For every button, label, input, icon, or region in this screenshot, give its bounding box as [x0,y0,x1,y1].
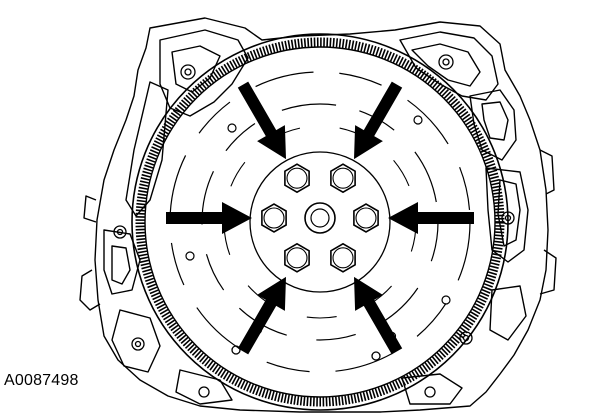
bolt-indicator-arrows [166,81,474,355]
flywheel-bolt [284,242,310,273]
figure-reference-id: A0087498 [4,372,79,389]
flywheel-bolt [284,163,310,194]
flywheel-bolt [330,163,356,194]
bolt-indicator-arrow [166,202,252,234]
flywheel-bolt [261,203,287,233]
ring-gear-teeth [135,37,505,407]
crankshaft-hub [304,202,336,234]
bolt-indicator-arrow [354,276,403,355]
bolt-indicator-arrow [388,202,474,234]
flywheel-bolt [353,203,379,233]
bolt-indicator-arrow [237,276,286,355]
bolt-indicator-arrow [354,81,403,160]
engine-block-housing [79,17,557,413]
bolt-indicator-arrow [237,81,286,160]
flywheel-bolts [261,163,379,273]
flywheel-bolt [330,242,356,273]
